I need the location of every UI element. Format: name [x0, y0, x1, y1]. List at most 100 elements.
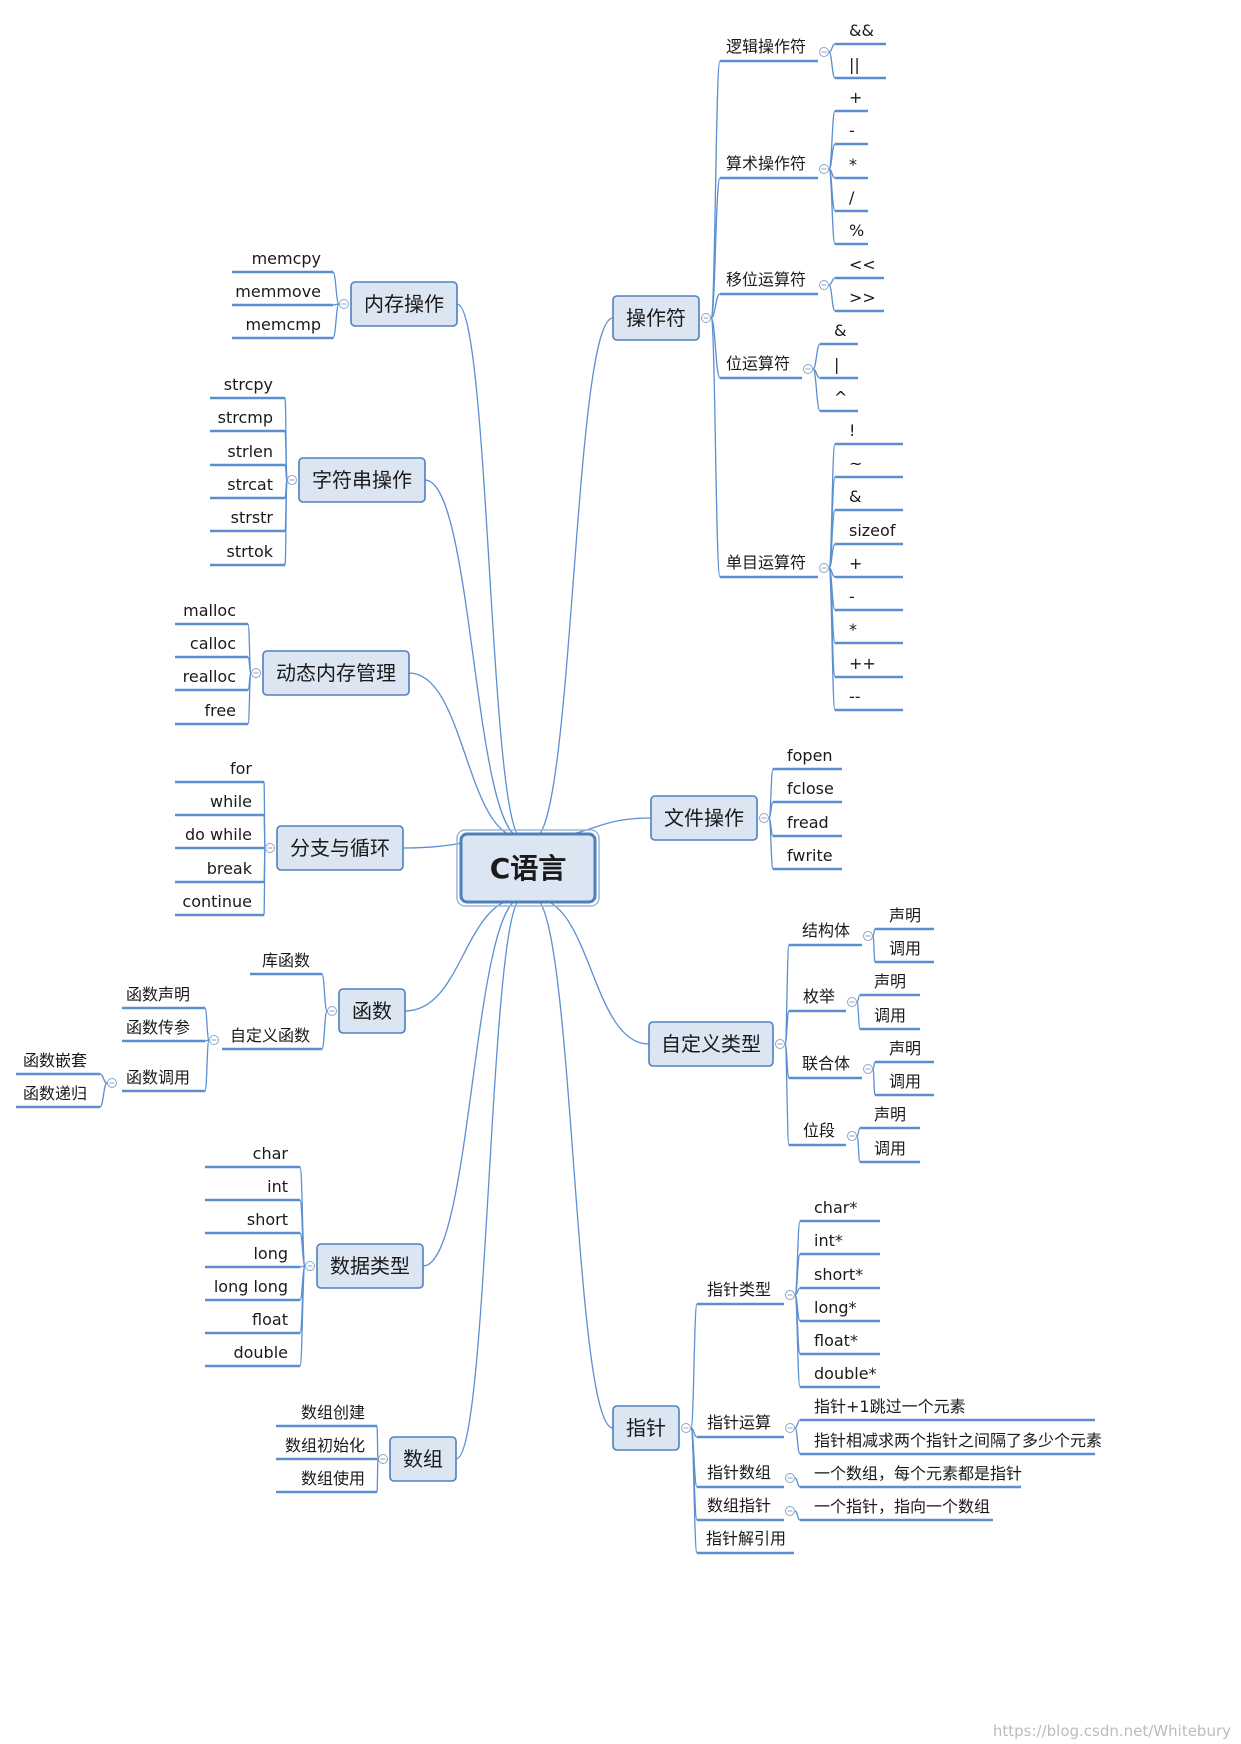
branch-操作符-sub-单目运算符-leaf-symbol: ~ [849, 454, 862, 473]
branch-操作符-sub-单目运算符-collapse-icon[interactable] [819, 563, 829, 573]
branch-字符串操作-label: 字符串操作 [312, 468, 412, 492]
branch-指针-sub-指针解引用: 指针解引用 [706, 1529, 786, 1548]
branch-数组[interactable]: 数组 [389, 1436, 457, 1482]
branch-操作符-sub-单目运算符: 单目运算符 [726, 553, 806, 572]
branch-数组-label: 数组 [403, 1447, 443, 1471]
branch-数据类型-collapse-icon[interactable] [305, 1261, 315, 1271]
branch-操作符-sub-逻辑操作符-collapse-icon[interactable] [819, 47, 829, 57]
branch-函数[interactable]: 函数 [338, 988, 406, 1034]
branch-字符串操作-collapse-icon[interactable] [287, 475, 297, 485]
branch-操作符-sub-算术操作符-collapse-icon[interactable] [819, 164, 829, 174]
branch-函数-sub-自定义函数-collapse-icon[interactable] [209, 1035, 219, 1045]
branch-内存操作-leaf-memcpy: memcpy [252, 249, 321, 268]
branch-函数-label: 函数 [352, 999, 392, 1023]
watermark: https://blog.csdn.net/Whitebury [992, 1722, 1231, 1740]
branch-操作符-sub-单目运算符-leaf-sizeof: sizeof [849, 521, 896, 540]
branch-动态内存管理-leaf-free: free [204, 701, 236, 720]
branch-指针-sub-指针类型-leaf-long: long* [814, 1298, 857, 1317]
branch-自定义类型-sub-枚举-leaf-声明: 声明 [874, 972, 906, 991]
branch-字符串操作-leaf-strstr: strstr [231, 508, 274, 527]
branch-内存操作[interactable]: 内存操作 [350, 281, 458, 327]
branch-文件操作-leaf-fread: fread [787, 813, 829, 832]
branch-数据类型-leaf-double: double [233, 1343, 288, 1362]
branch-自定义类型-collapse-icon[interactable] [775, 1039, 785, 1049]
branch-动态内存管理-leaf-calloc: calloc [190, 634, 236, 653]
branch-函数-collapse-icon[interactable] [327, 1006, 337, 1016]
branch-操作符-sub-移位运算符-collapse-icon[interactable] [819, 280, 829, 290]
branch-指针-sub-数组指针-leaf-一个指针-指向一个数组: 一个指针，指向一个数组 [814, 1497, 990, 1516]
branch-操作符-sub-算术操作符-leaf-symbol: + [849, 88, 862, 107]
branch-操作符-collapse-icon[interactable] [701, 313, 711, 323]
branch-函数-leaf-函数调用: 函数调用 [126, 1068, 190, 1087]
branch-操作符-sub-算术操作符: 算术操作符 [726, 154, 806, 173]
branch-函数-leaf-函数调用-collapse-icon[interactable] [107, 1078, 117, 1088]
branch-分支与循环-leaf-for: for [230, 759, 252, 778]
branch-数据类型-leaf-short: short [247, 1210, 288, 1229]
branch-指针-sub-指针数组-collapse-icon[interactable] [785, 1473, 795, 1483]
branch-自定义类型[interactable]: 自定义类型 [648, 1021, 774, 1067]
branch-指针-sub-指针类型-leaf-short: short* [814, 1265, 863, 1284]
branch-操作符-sub-算术操作符-leaf-symbol: * [849, 155, 857, 174]
branch-指针-sub-指针类型-collapse-icon[interactable] [785, 1290, 795, 1300]
branch-自定义类型-sub-位段-leaf-声明: 声明 [874, 1105, 906, 1124]
branch-自定义类型-sub-联合体: 联合体 [802, 1054, 850, 1073]
branch-指针-sub-指针运算-leaf-指针相减求两个指针之间隔了多少个元素: 指针相减求两个指针之间隔了多少个元素 [814, 1431, 1102, 1450]
branch-自定义类型-sub-结构体-collapse-icon[interactable] [863, 931, 873, 941]
branch-操作符-sub-单目运算符-leaf-symbol: - [849, 587, 855, 606]
branch-内存操作-label: 内存操作 [364, 292, 444, 316]
branch-函数-leaf-函数递归: 函数递归 [23, 1084, 87, 1103]
branch-操作符-label: 操作符 [626, 306, 686, 330]
branch-操作符-sub-位运算符-leaf-symbol: ^ [834, 388, 847, 407]
branch-动态内存管理-collapse-icon[interactable] [251, 668, 261, 678]
branch-操作符-sub-单目运算符-leaf-symbol: ! [849, 421, 855, 440]
branch-操作符-sub-位运算符: 位运算符 [726, 354, 790, 373]
branch-指针-collapse-icon[interactable] [681, 1423, 691, 1433]
branch-文件操作[interactable]: 文件操作 [650, 795, 758, 841]
branch-自定义类型-sub-枚举-collapse-icon[interactable] [847, 997, 857, 1007]
branch-操作符-sub-位运算符-leaf-symbol: & [834, 321, 846, 340]
branch-数据类型-leaf-char: char [253, 1144, 289, 1163]
root-node[interactable]: C语言 [456, 829, 600, 907]
branch-分支与循环[interactable]: 分支与循环 [276, 825, 404, 871]
branch-操作符[interactable]: 操作符 [612, 295, 700, 341]
branch-文件操作-collapse-icon[interactable] [759, 813, 769, 823]
branch-分支与循环-collapse-icon[interactable] [265, 843, 275, 853]
branch-数据类型[interactable]: 数据类型 [316, 1243, 424, 1289]
branch-分支与循环-leaf-break: break [207, 859, 253, 878]
branch-自定义类型-sub-位段-collapse-icon[interactable] [847, 1131, 857, 1141]
branch-文件操作-leaf-fopen: fopen [787, 746, 833, 765]
branch-动态内存管理[interactable]: 动态内存管理 [262, 650, 410, 696]
branch-自定义类型-sub-联合体-leaf-调用: 调用 [889, 1072, 921, 1091]
branch-操作符-sub-算术操作符-leaf-symbol: - [849, 121, 855, 140]
branch-指针-sub-数组指针-collapse-icon[interactable] [785, 1506, 795, 1516]
branch-数据类型-leaf-int: int [267, 1177, 288, 1196]
branch-指针-sub-指针类型-leaf-char: char* [814, 1198, 857, 1217]
branch-文件操作-leaf-fclose: fclose [787, 779, 834, 798]
branch-操作符-sub-移位运算符-leaf-symbol: >> [849, 288, 876, 307]
branch-函数-leaf-函数声明: 函数声明 [126, 985, 190, 1004]
branch-指针-sub-指针运算-collapse-icon[interactable] [785, 1423, 795, 1433]
branch-数据类型-leaf-float: float [252, 1310, 288, 1329]
branch-分支与循环-leaf-do-while: do while [185, 825, 252, 844]
branch-数据类型-leaf-long: long [253, 1244, 288, 1263]
branch-指针[interactable]: 指针 [612, 1405, 680, 1451]
branch-自定义类型-sub-联合体-collapse-icon[interactable] [863, 1064, 873, 1074]
branch-数组-leaf-数组使用: 数组使用 [301, 1469, 365, 1488]
branch-操作符-sub-位运算符-collapse-icon[interactable] [803, 364, 813, 374]
branch-自定义类型-sub-结构体-leaf-调用: 调用 [889, 939, 921, 958]
branch-分支与循环-label: 分支与循环 [290, 836, 390, 860]
branch-指针-sub-指针类型: 指针类型 [707, 1280, 771, 1299]
branch-内存操作-collapse-icon[interactable] [339, 299, 349, 309]
branch-字符串操作[interactable]: 字符串操作 [298, 457, 426, 503]
branch-分支与循环-leaf-continue: continue [182, 892, 252, 911]
branch-指针-sub-指针运算-leaf-指针-1跳过一个元素: 指针+1跳过一个元素 [814, 1397, 966, 1416]
branch-字符串操作-leaf-strcpy: strcpy [224, 375, 273, 394]
branch-操作符-sub-单目运算符-leaf-symbol: ++ [849, 654, 876, 673]
branch-数组-collapse-icon[interactable] [378, 1454, 388, 1464]
branch-指针-sub-指针运算: 指针运算 [707, 1413, 771, 1432]
branch-内存操作-leaf-memmove: memmove [235, 282, 321, 301]
branch-函数-sub-自定义函数: 自定义函数 [230, 1026, 310, 1045]
branch-操作符-sub-单目运算符-leaf-symbol: * [849, 620, 857, 639]
branch-操作符-sub-单目运算符-leaf-symbol: -- [849, 687, 861, 706]
